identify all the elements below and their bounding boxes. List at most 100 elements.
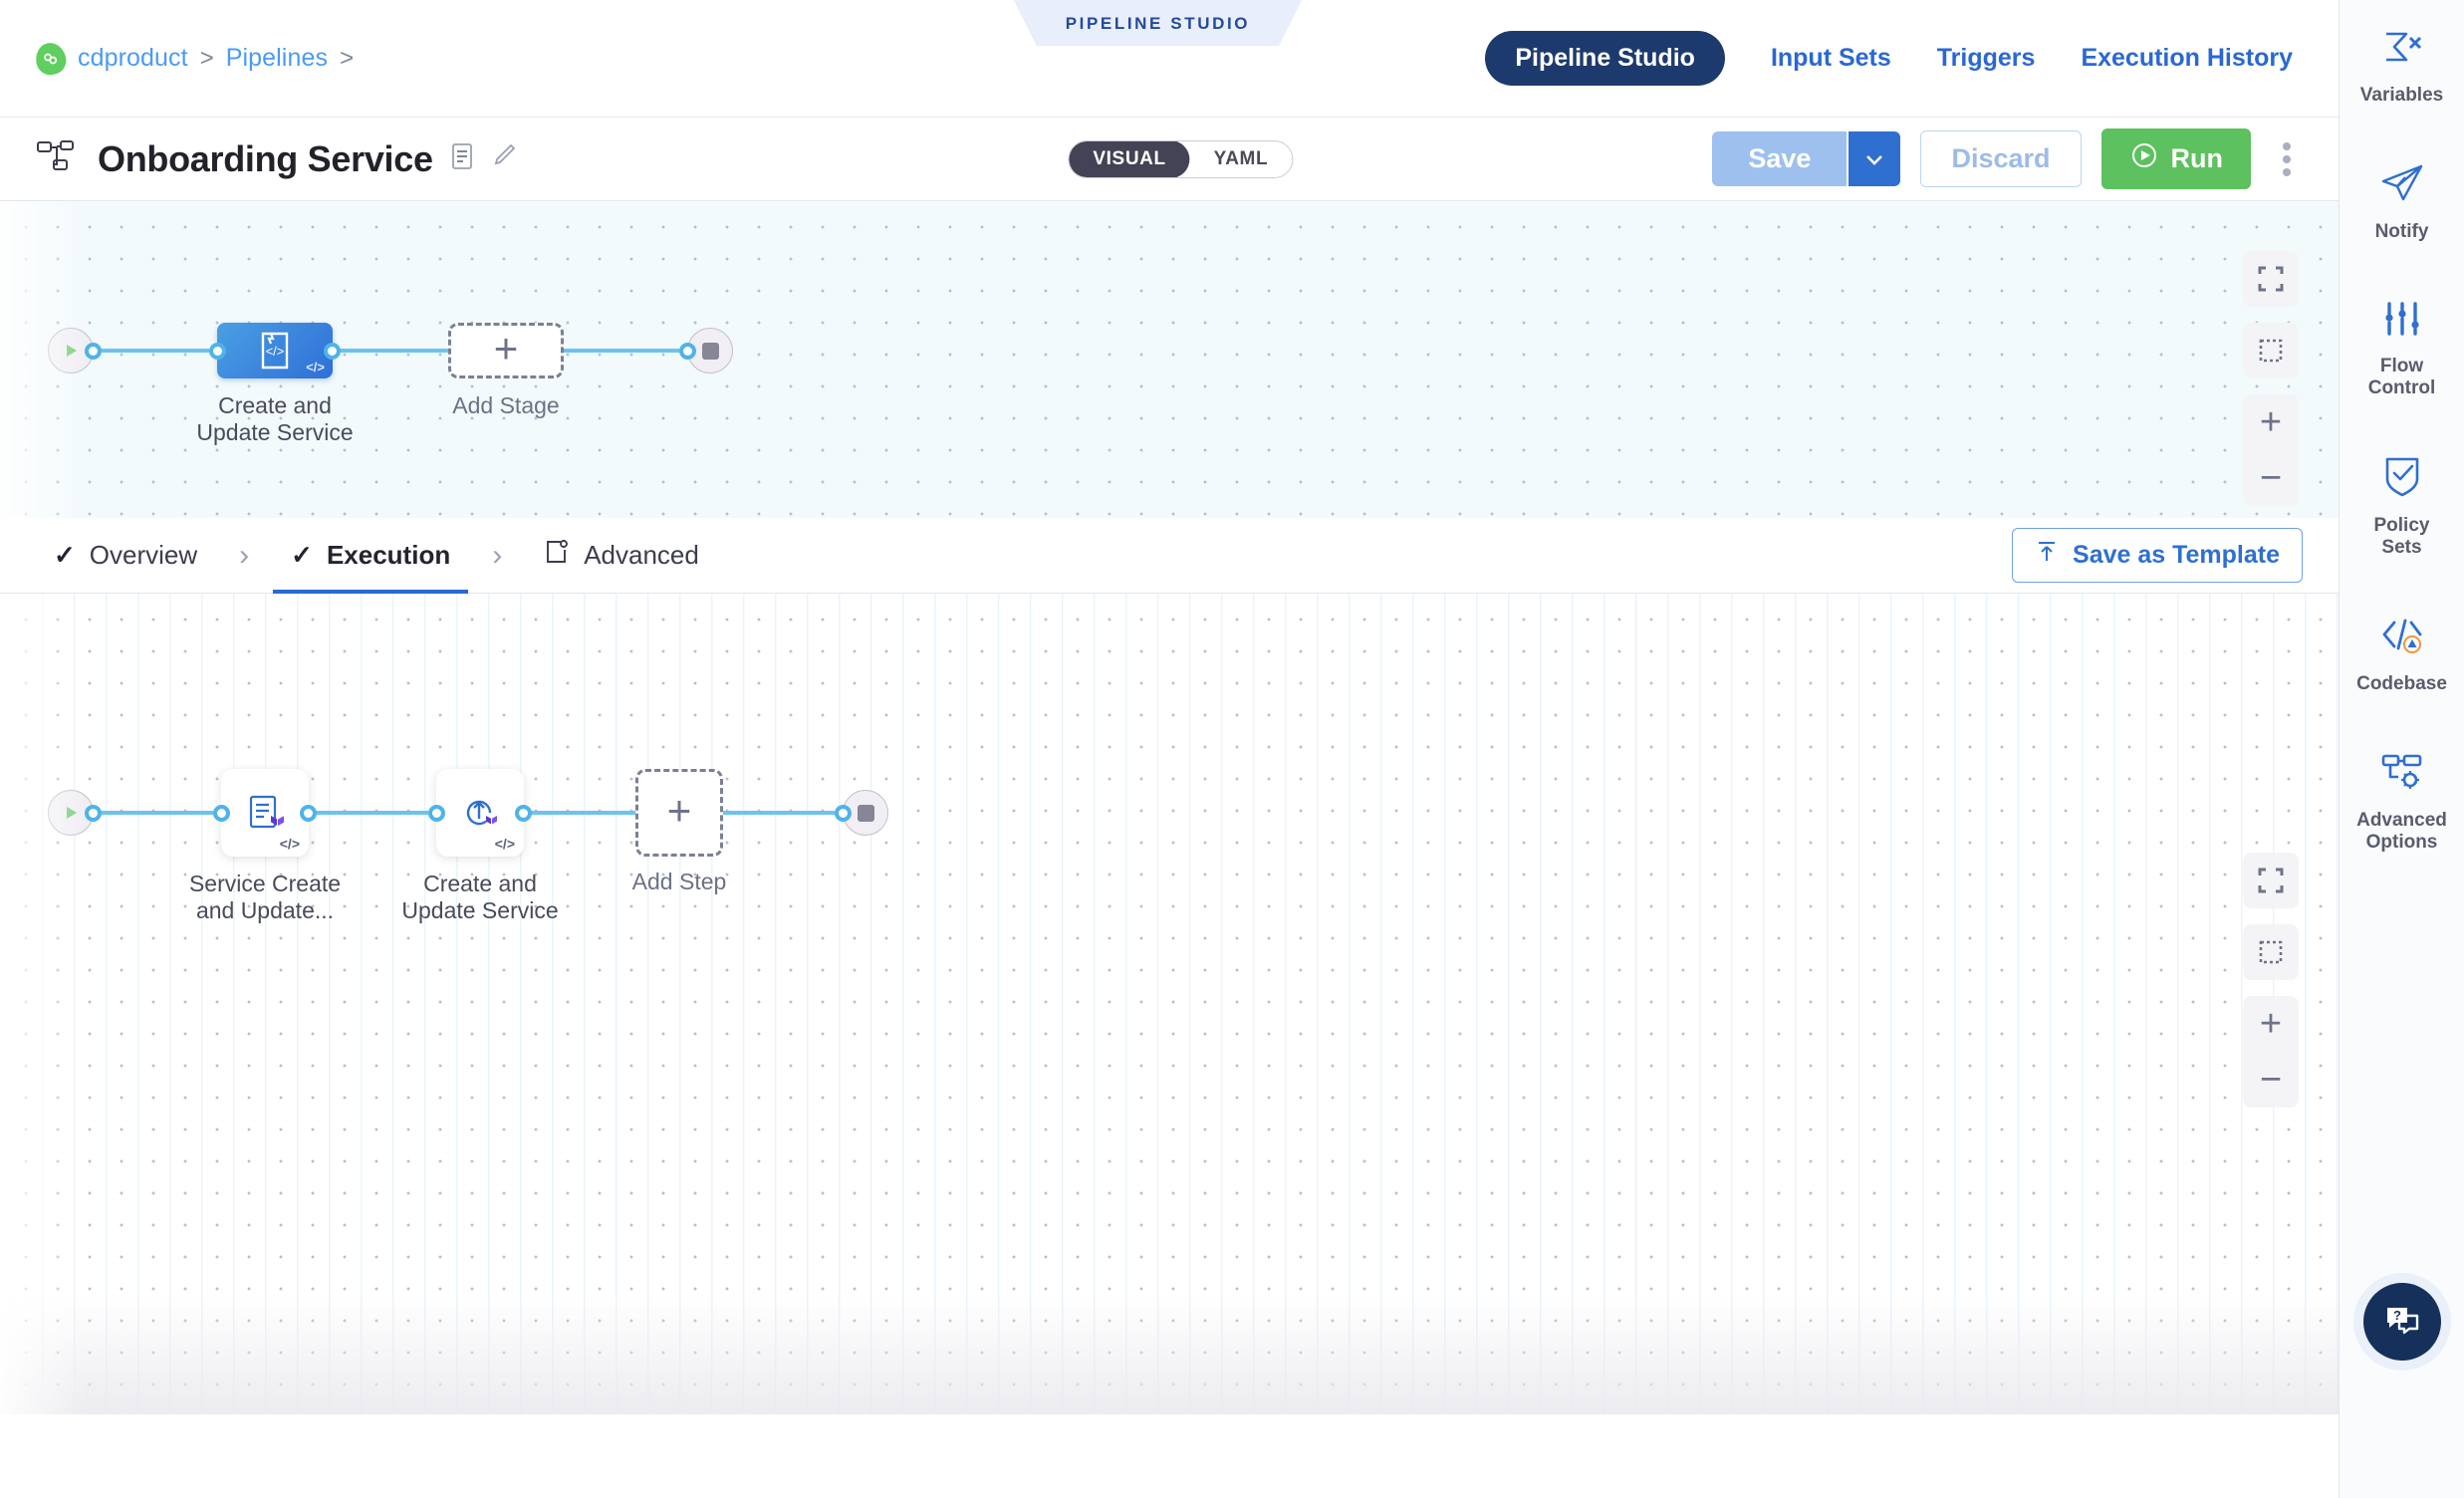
step2-label: Create and Update Service bbox=[361, 871, 600, 924]
flow-control-line1: Flow bbox=[2379, 355, 2424, 376]
pencil-icon[interactable] bbox=[491, 142, 517, 175]
sidebar-item-policy-sets[interactable]: Policy Sets bbox=[2340, 454, 2464, 559]
port-stage-out[interactable] bbox=[324, 342, 341, 360]
add-step-label: Add Step bbox=[631, 869, 727, 894]
save-as-template-label: Save as Template bbox=[2073, 541, 2280, 569]
breadcrumb-separator-1: > bbox=[199, 44, 214, 72]
save-as-template-button[interactable]: Save as Template bbox=[2012, 528, 2303, 583]
check-icon: ✓ bbox=[291, 540, 313, 570]
tab-input-sets[interactable]: Input Sets bbox=[1770, 44, 1891, 72]
svg-text:</>: </> bbox=[266, 344, 285, 359]
upload-template-icon bbox=[2035, 540, 2059, 571]
tab-pipeline-studio[interactable]: Pipeline Studio bbox=[1485, 31, 1725, 86]
tab-arrow-2: › bbox=[492, 538, 503, 572]
zoom-out-button[interactable]: − bbox=[2259, 456, 2283, 499]
breadcrumb-separator-2: > bbox=[340, 44, 355, 72]
zoom-controls: + − bbox=[2243, 996, 2299, 1108]
tab-advanced[interactable]: Advanced bbox=[526, 518, 717, 594]
step-node-service-create-and-update[interactable]: </> bbox=[221, 769, 309, 857]
sidebar-item-notify[interactable]: Notify bbox=[2340, 162, 2464, 243]
sidebar-label-variables: Variables bbox=[2359, 85, 2444, 106]
stage-node-create-and-update-service[interactable]: </> </> bbox=[217, 323, 333, 378]
sidebar-item-advanced-options[interactable]: Advanced Options bbox=[2340, 751, 2464, 854]
add-stage-label: Add Stage bbox=[452, 392, 560, 418]
run-button[interactable]: Run bbox=[2100, 128, 2251, 189]
visual-yaml-toggle[interactable]: VISUAL YAML bbox=[1068, 139, 1294, 178]
breadcrumb-pipelines[interactable]: Pipelines bbox=[225, 44, 329, 72]
fit-screen-icon[interactable] bbox=[2243, 251, 2299, 307]
step1-label-line2: and Update... bbox=[195, 897, 335, 924]
selection-box-icon[interactable] bbox=[2243, 924, 2299, 980]
sidebar-item-variables[interactable]: Variables bbox=[2340, 28, 2464, 107]
tab-overview-label: Overview bbox=[89, 540, 198, 570]
chevron-down-icon[interactable] bbox=[1847, 131, 1901, 186]
execution-graph: </> Service Create and Update... bbox=[48, 769, 888, 923]
selection-box-icon[interactable] bbox=[2243, 323, 2299, 378]
add-stage-button[interactable]: + bbox=[448, 323, 564, 378]
page-title: Onboarding Service bbox=[98, 137, 433, 179]
stage-config-tabs: ✓ Overview › ✓ Execution › Advanced bbox=[0, 518, 2339, 594]
port-exec-start-out[interactable] bbox=[85, 804, 102, 822]
step-node-create-and-update-service[interactable]: </> bbox=[436, 769, 524, 857]
edge-start-to-step1 bbox=[98, 811, 213, 815]
tab-execution[interactable]: ✓ Execution bbox=[273, 518, 468, 594]
zoom-controls: + − bbox=[2243, 394, 2299, 506]
description-icon[interactable] bbox=[451, 142, 473, 175]
code-badge: </> bbox=[306, 360, 325, 374]
svg-text:?: ? bbox=[2393, 1308, 2401, 1323]
zoom-out-button[interactable]: − bbox=[2259, 1058, 2283, 1101]
execution-canvas[interactable]: </> Service Create and Update... bbox=[0, 594, 2339, 1414]
add-step-button[interactable]: + bbox=[635, 769, 723, 857]
tab-execution-history[interactable]: Execution History bbox=[2081, 44, 2293, 72]
save-button-group: Save bbox=[1712, 131, 1901, 186]
tab-overview[interactable]: ✓ Overview bbox=[36, 518, 215, 594]
sidebar-item-codebase[interactable]: Codebase bbox=[2340, 615, 2464, 695]
advanced-options-line1: Advanced bbox=[2356, 809, 2447, 831]
port-step1-out[interactable] bbox=[300, 804, 317, 822]
sigma-variables-icon bbox=[2380, 28, 2424, 73]
sidebar-label-policy-sets: Policy Sets bbox=[2374, 515, 2430, 559]
zoom-in-button[interactable]: + bbox=[2259, 400, 2283, 443]
port-step2-in[interactable] bbox=[428, 804, 445, 822]
step2-label-line2: Update Service bbox=[401, 897, 559, 924]
zoom-in-button[interactable]: + bbox=[2259, 1002, 2283, 1045]
step1-label-line1: Service Create bbox=[188, 871, 342, 896]
toggle-visual[interactable]: VISUAL bbox=[1069, 140, 1190, 177]
header-nav: Pipeline Studio Input Sets Triggers Exec… bbox=[1485, 31, 2339, 86]
port-start-out[interactable] bbox=[85, 342, 102, 360]
stage-graph: </> </> Create and Update Service + bbox=[48, 323, 733, 445]
sliders-icon bbox=[2381, 299, 2423, 344]
save-button[interactable]: Save bbox=[1712, 131, 1848, 186]
breadcrumb-project[interactable]: cdproduct bbox=[78, 44, 188, 72]
sidebar-label-notify: Notify bbox=[2374, 220, 2429, 242]
help-chat-icon[interactable]: ? bbox=[2362, 1283, 2441, 1361]
kebab-menu-icon[interactable] bbox=[2271, 134, 2303, 184]
code-badge: </> bbox=[279, 836, 300, 852]
stage-canvas[interactable]: </> </> Create and Update Service + bbox=[0, 201, 2339, 518]
port-step1-in[interactable] bbox=[213, 804, 230, 822]
port-exec-end-in[interactable] bbox=[835, 804, 852, 822]
pipeline-icon bbox=[36, 139, 76, 178]
fit-screen-icon[interactable] bbox=[2243, 853, 2299, 908]
port-end-in[interactable] bbox=[679, 342, 696, 360]
tab-triggers[interactable]: Triggers bbox=[1936, 44, 2036, 72]
codebase-warning-icon bbox=[2379, 615, 2425, 661]
right-sidebar: Variables Notify Flow Control bbox=[2339, 0, 2464, 1498]
discard-button[interactable]: Discard bbox=[1920, 130, 2082, 187]
edge-start-to-stage bbox=[98, 349, 209, 353]
sidebar-item-flow-control[interactable]: Flow Control bbox=[2340, 299, 2464, 399]
top-header: cdproduct > Pipelines > PIPELINE STUDIO … bbox=[0, 0, 2339, 118]
port-step2-out[interactable] bbox=[515, 804, 532, 822]
stage-label-line1: Create and bbox=[218, 392, 332, 418]
sidebar-label-advanced-options: Advanced Options bbox=[2356, 810, 2447, 854]
port-stage-in[interactable] bbox=[209, 342, 226, 360]
play-circle-icon bbox=[2129, 140, 2159, 177]
policy-sets-line1: Policy bbox=[2373, 515, 2430, 537]
edge-step2-to-add bbox=[528, 811, 635, 815]
advanced-options-line2: Options bbox=[2365, 831, 2438, 853]
toggle-yaml[interactable]: YAML bbox=[1213, 147, 1269, 169]
paper-plane-icon bbox=[2379, 162, 2425, 209]
pipeline-toolbar: Onboarding Service VISUAL YAML Save bbox=[0, 118, 2339, 201]
code-badge: </> bbox=[494, 836, 515, 852]
